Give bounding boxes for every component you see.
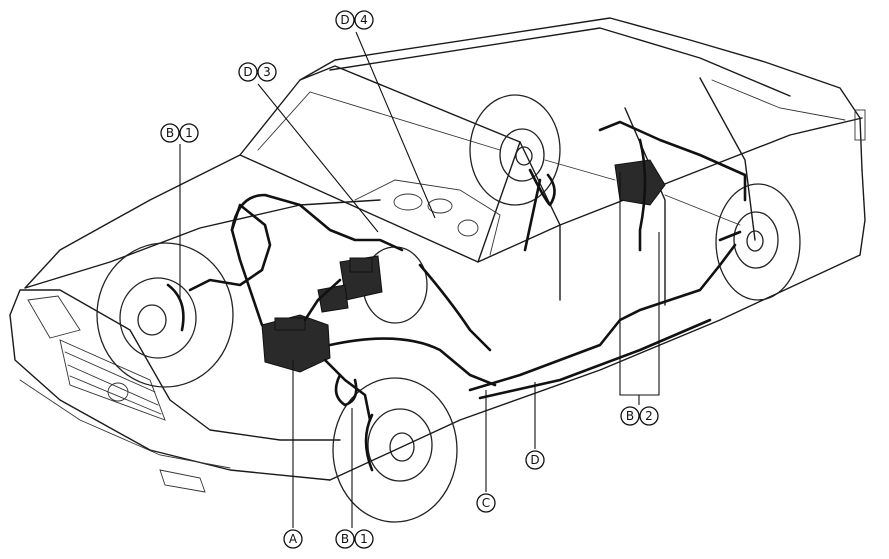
callout-c-letter: C xyxy=(482,496,490,510)
front-left-tire xyxy=(96,242,234,388)
front-right-hub xyxy=(389,432,415,462)
front-left-rotor xyxy=(119,277,197,359)
pressure-module xyxy=(317,284,349,313)
callout-b1-front-right-number: 1 xyxy=(360,532,368,546)
front-left-caliper xyxy=(166,283,185,332)
gauge-2 xyxy=(427,198,453,214)
pipe-diagonal xyxy=(523,178,542,252)
callout-b2: B 2 xyxy=(620,406,659,426)
pipe-top-loop xyxy=(230,193,404,252)
callout-b1-front-right-letter: B xyxy=(341,532,349,546)
pipe-abs-to-master xyxy=(303,278,342,322)
front-right-tire xyxy=(332,377,458,523)
rear-right-rotor xyxy=(733,211,779,269)
leader-lines xyxy=(179,31,660,528)
callout-a: A xyxy=(283,529,303,549)
rear-right-hub xyxy=(746,230,764,252)
badge xyxy=(107,382,129,402)
pipe-front-right xyxy=(323,358,372,422)
pipe-rear-center xyxy=(638,138,647,252)
pipe-to-sill xyxy=(328,337,497,387)
grille-line-1 xyxy=(64,351,156,393)
headlight-left xyxy=(27,295,81,339)
leader-d4 xyxy=(355,31,436,219)
grille xyxy=(59,339,166,421)
callout-c: C xyxy=(476,493,496,513)
callout-d3: D 3 xyxy=(238,62,277,82)
propshaft xyxy=(544,159,616,181)
callout-d4-letter: D xyxy=(340,13,349,27)
leader-d3 xyxy=(257,83,379,233)
gauge-1 xyxy=(393,193,423,211)
callout-d3-letter: D xyxy=(243,65,252,79)
callout-d: D xyxy=(525,450,545,470)
tail-light xyxy=(854,109,866,141)
callout-b1-front-left-number: 1 xyxy=(185,126,193,140)
windshield-inner xyxy=(257,91,501,151)
rear-end xyxy=(859,169,866,256)
callout-d3-number: 3 xyxy=(263,65,271,79)
car-body xyxy=(9,17,866,493)
rear-window xyxy=(711,79,846,121)
pipe-rear-axle xyxy=(598,120,747,202)
hood xyxy=(24,154,381,289)
pipe-cabin-loop xyxy=(418,263,492,352)
rear-left-hub xyxy=(515,146,533,166)
roof-inner xyxy=(329,27,791,97)
fog-grille xyxy=(159,469,206,493)
grille-line-2 xyxy=(67,364,159,406)
callout-a-letter: A xyxy=(289,532,298,546)
pipe-front-left xyxy=(188,203,272,327)
reservoir xyxy=(349,257,373,273)
side-belt-line xyxy=(477,117,863,263)
rear-left-tire xyxy=(469,94,561,206)
door-pillar-rear xyxy=(699,77,756,241)
pipe-rear-right xyxy=(718,230,742,242)
front-left-hub xyxy=(137,304,167,336)
callout-b1-front-left: B 1 xyxy=(160,123,199,143)
dashboard xyxy=(354,179,501,256)
differential xyxy=(614,159,666,206)
callout-d-letter: D xyxy=(530,453,539,467)
hydraulic-unit-top xyxy=(274,317,306,331)
pipe-front-right-sensor xyxy=(334,373,358,407)
callout-b1-front-right: B 1 xyxy=(335,529,374,549)
callout-d4: D 4 xyxy=(335,10,374,30)
pipe-sill-second xyxy=(478,318,712,400)
rear-left-rotor xyxy=(499,128,545,182)
roof-outline xyxy=(299,17,863,171)
windshield xyxy=(239,65,521,263)
grille-line-3 xyxy=(69,375,162,415)
front-bumper xyxy=(9,289,341,441)
brake-components xyxy=(261,159,741,373)
front-lower xyxy=(9,314,331,481)
door-pillar-front xyxy=(519,141,561,301)
callout-b1-front-left-letter: B xyxy=(166,126,174,140)
leader-b2 xyxy=(619,172,660,396)
front-bumper-lower xyxy=(19,379,231,469)
brake-pipes xyxy=(188,120,747,422)
rear-axle xyxy=(664,194,741,226)
callout-b2-letter: B xyxy=(626,409,634,423)
callout-labels: B 1 D 4 D 3 A B 1 xyxy=(160,10,659,549)
callout-d4-number: 4 xyxy=(360,13,368,27)
front-right-rotor xyxy=(367,408,433,482)
callout-b2-number: 2 xyxy=(645,409,653,423)
door-pillar-mid xyxy=(624,107,666,306)
wheels xyxy=(96,94,801,523)
gauge-3 xyxy=(457,219,479,237)
rear-right-tire xyxy=(715,183,801,301)
